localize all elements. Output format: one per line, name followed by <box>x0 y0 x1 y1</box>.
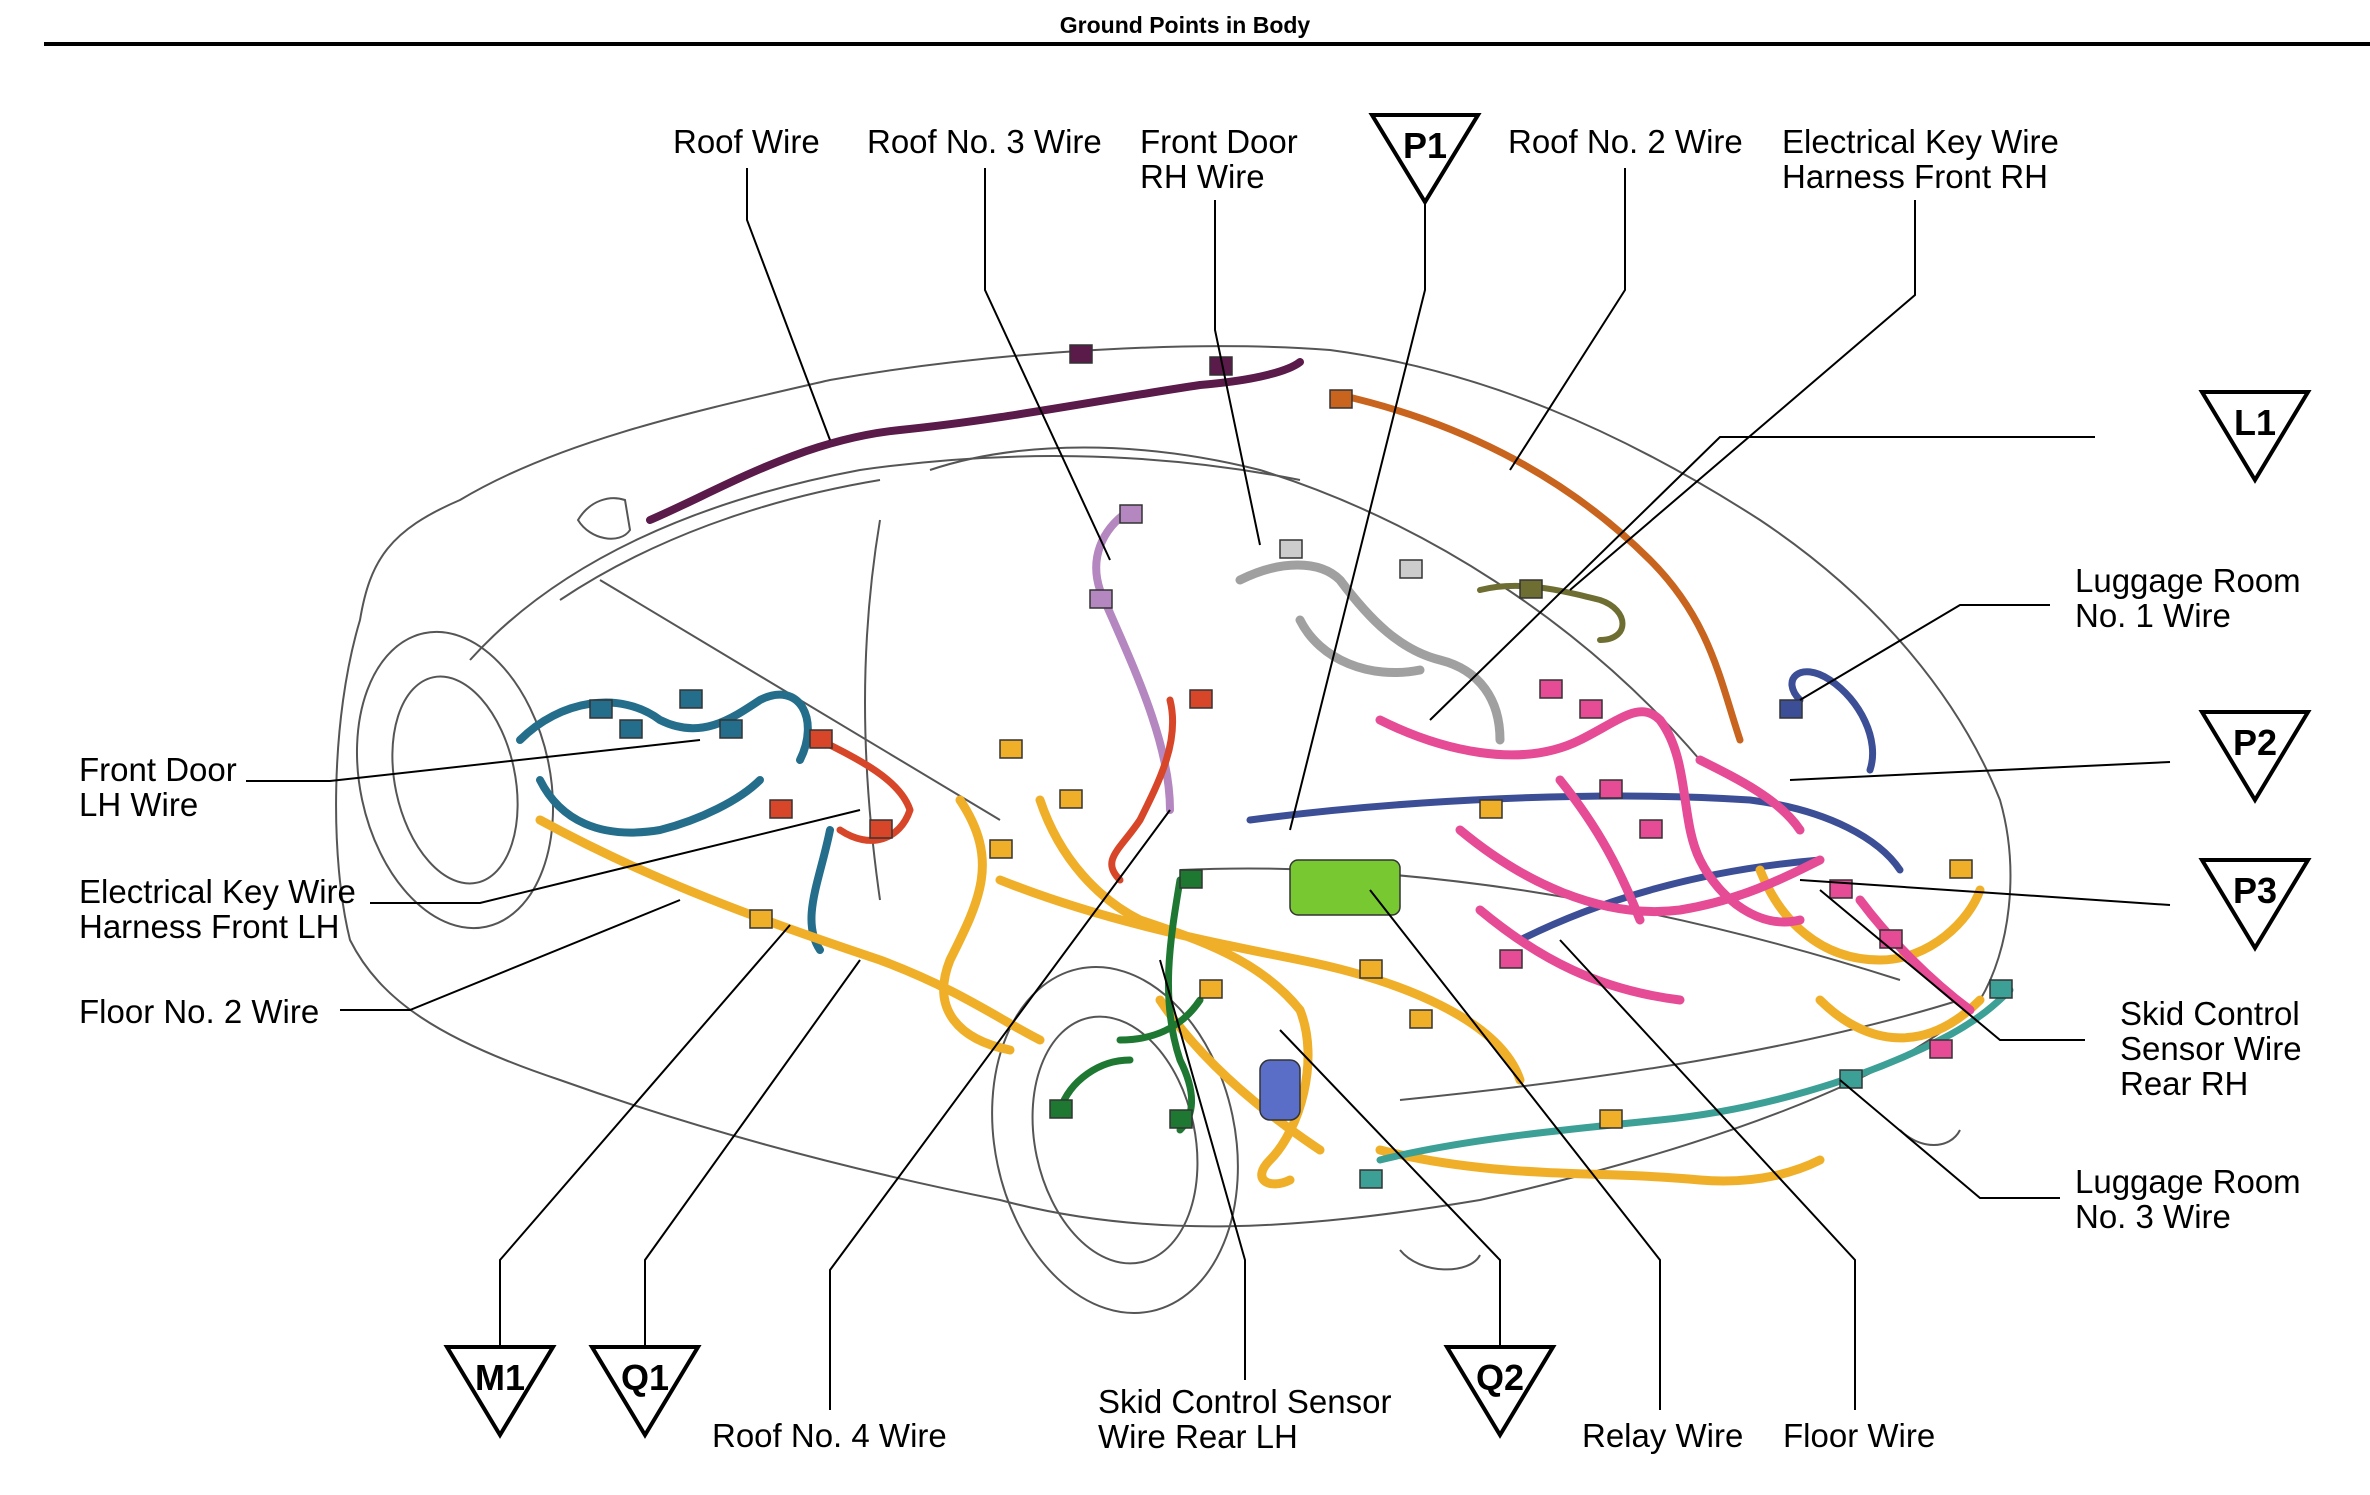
connector <box>1049 1099 1073 1119</box>
label-floor-no2-wire: Floor No. 2 Wire <box>79 993 320 1030</box>
roof-no3-wire-harness <box>1092 506 1174 814</box>
title-divider <box>44 42 2370 46</box>
ground-point-p3: P3 <box>2198 858 2312 952</box>
connector <box>1519 579 1543 599</box>
connector <box>1279 539 1303 559</box>
ground-point-m1: M1 <box>443 1345 557 1439</box>
luggage-room-no1-harness <box>1246 668 1904 944</box>
connector <box>1949 859 1973 879</box>
connector <box>1829 879 1853 899</box>
connector <box>1399 559 1423 579</box>
svg-text:M1: M1 <box>475 1357 525 1398</box>
front-door-rh-wire-harness <box>1235 560 1505 745</box>
connector <box>1089 589 1113 609</box>
ground-points: P1 L1 P2 P3 M1 Q1 Q2 <box>443 113 2312 1439</box>
label-electrical-key-wire-front-lh: Electrical Key Wire Harness Front LH <box>79 873 356 945</box>
connector <box>1599 1109 1623 1129</box>
luggage-room-no3-harness <box>1376 986 2014 1164</box>
connector <box>1479 799 1503 819</box>
relay-block <box>1289 859 1401 916</box>
connector <box>1599 779 1623 799</box>
label-roof-no4-wire: Roof No. 4 Wire <box>712 1417 947 1454</box>
connector <box>1119 504 1143 524</box>
connector <box>1779 699 1803 719</box>
connector <box>1639 819 1663 839</box>
connector <box>769 799 793 819</box>
connector <box>749 909 773 929</box>
label-skid-control-sensor-wire-rear-rh: Skid Control Sensor Wire Rear RH <box>2120 995 2302 1102</box>
svg-text:Q1: Q1 <box>621 1357 669 1398</box>
connector <box>1329 389 1353 409</box>
connector <box>1189 689 1213 709</box>
label-roof-wire: Roof Wire <box>673 123 820 160</box>
connector <box>619 719 643 739</box>
connector <box>989 839 1013 859</box>
connector <box>1579 699 1603 719</box>
connector <box>1499 949 1523 969</box>
svg-text:P1: P1 <box>1403 125 1447 166</box>
connector <box>869 819 893 839</box>
svg-text:P3: P3 <box>2233 870 2277 911</box>
connectors <box>589 344 2013 1189</box>
label-roof-no2-wire: Roof No. 2 Wire <box>1508 123 1743 160</box>
electrical-key-lh-harness <box>816 696 1177 884</box>
connector <box>1069 344 1093 364</box>
connector <box>719 719 743 739</box>
skid-actuator <box>1259 1059 1301 1121</box>
label-relay-wire: Relay Wire <box>1582 1417 1744 1454</box>
label-luggage-room-no1-wire: Luggage Room No. 1 Wire <box>2075 562 2301 634</box>
connector <box>1359 1169 1383 1189</box>
connector <box>589 699 613 719</box>
floor-no2-harness <box>535 795 1985 1189</box>
label-front-door-lh-wire: Front Door LH Wire <box>79 751 237 823</box>
label-luggage-room-no3-wire: Luggage Room No. 3 Wire <box>2075 1163 2301 1235</box>
connector <box>1409 1009 1433 1029</box>
connector <box>1989 979 2013 999</box>
connector <box>999 739 1023 759</box>
ground-point-p1: P1 <box>1368 113 1482 206</box>
wire-harnesses <box>516 358 2014 1189</box>
car-body-outline <box>335 345 2012 1314</box>
connector <box>1179 869 1203 889</box>
connector <box>1839 1069 1863 1089</box>
connector <box>1169 1109 1193 1129</box>
electrical-key-rh-harness <box>1477 582 1626 643</box>
roof-no2-wire-harness <box>1336 391 1744 744</box>
ground-point-q1: Q1 <box>588 1345 702 1439</box>
front-door-lh-harness <box>516 690 834 954</box>
svg-text:P2: P2 <box>2233 722 2277 763</box>
label-electrical-key-wire-front-rh: Electrical Key Wire Harness Front RH <box>1782 123 2059 195</box>
ground-point-l1: L1 <box>2198 390 2312 484</box>
connector <box>809 729 833 749</box>
connector <box>1359 959 1383 979</box>
roof-wire-harness <box>646 358 1304 524</box>
ground-point-p2: P2 <box>2198 710 2312 804</box>
label-front-door-rh-wire: Front Door RH Wire <box>1140 123 1298 195</box>
connector <box>1879 929 1903 949</box>
svg-text:Q2: Q2 <box>1476 1357 1524 1398</box>
ground-point-q2: Q2 <box>1443 1345 1557 1439</box>
connector <box>1929 1039 1953 1059</box>
floor-wire-harness <box>1375 707 1975 1015</box>
label-roof-no3-wire: Roof No. 3 Wire <box>867 123 1102 160</box>
svg-text:L1: L1 <box>2234 402 2276 443</box>
connector <box>679 689 703 709</box>
page-title: Ground Points in Body <box>1059 12 1311 38</box>
label-skid-control-sensor-wire-rear-lh: Skid Control Sensor Wire Rear LH <box>1098 1383 1392 1455</box>
connector <box>1059 789 1083 809</box>
connector <box>1199 979 1223 999</box>
leader-lines <box>246 168 2171 1410</box>
label-floor-wire: Floor Wire <box>1783 1417 1936 1454</box>
connector <box>1539 679 1563 699</box>
